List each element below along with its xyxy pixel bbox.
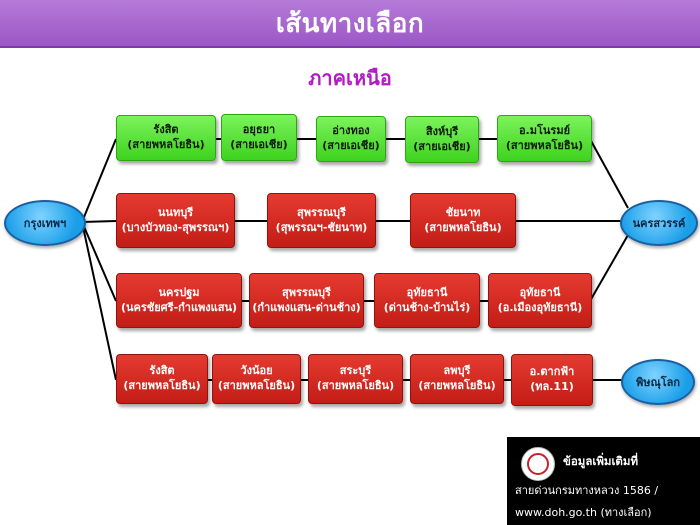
info-title: ข้อมูลเพิ่มเติมที่ (563, 454, 639, 468)
node-place: สุพรรณบุรี (297, 205, 346, 219)
route4-node-saraburi[interactable]: สระบุรี (สายพหลโยธิน) (308, 354, 403, 404)
node-road: (อ.เมืองอุทัยธานี) (497, 300, 583, 314)
route1-node-ayutthaya[interactable]: อยุธยา (สายเอเชีย) (221, 114, 297, 161)
route2-node-nonthaburi[interactable]: นนทบุรี (บางบัวทอง-สุพรรณฯ) (116, 193, 235, 248)
info-hotline: สายด่วนกรมทางหลวง 1586 / (515, 484, 659, 497)
node-place: อ.ตากฟ้า (529, 365, 575, 379)
node-road: (สายพหลโยธิน) (127, 138, 205, 151)
connector-route3-nakhon-sawan (589, 234, 629, 302)
region-title: ภาคเหนือ (308, 66, 392, 90)
info-website-link[interactable]: www.doh.go.th (ทางเลือก) (515, 506, 652, 519)
node-place: ลพบุรี (443, 364, 471, 378)
node-road: (สายพหลโยธิน) (316, 379, 395, 392)
info-box: ข้อมูลเพิ่มเติมที่ สายด่วนกรมทางหลวง 158… (507, 437, 700, 525)
node-place: อุทัยธานี (406, 285, 448, 299)
node-place: สุพรรณบุรี (282, 285, 331, 299)
node-road: (สายพหลโยธิน) (217, 379, 296, 392)
node-place: รังสิต (153, 123, 179, 137)
node-place: สระบุรี (339, 364, 372, 378)
node-place: อยุธยา (242, 122, 276, 136)
route4-node-tak-fa[interactable]: อ.ตากฟ้า (ทล.11) (511, 354, 593, 406)
connector-origin-route4 (81, 221, 117, 381)
node-place: ชัยนาท (445, 205, 481, 219)
route4-node-lop-buri[interactable]: ลพบุรี (สายพหลโยธิน) (410, 354, 504, 404)
node-road: (สายพหลโยธิน) (418, 379, 496, 392)
route3-node-uthai-thani-1[interactable]: อุทัยธานี (ด่านช้าง-บ้านไร่) (374, 273, 480, 328)
connector-origin-route3 (81, 221, 117, 302)
route4-node-rangsit[interactable]: รังสิต (สายพหลโยธิน) (116, 354, 208, 404)
route1-node-sing-buri[interactable]: สิงห์บุรี (สายเอเชีย) (405, 116, 479, 163)
node-place: อุทัยธานี (519, 285, 561, 299)
destination-nakhon-sawan[interactable]: นครสวรรค์ (620, 200, 698, 246)
node-road: (สายเอเชีย) (413, 139, 471, 153)
node-road: (สายพหลโยธิน) (424, 220, 502, 234)
node-road: (สุพรรณฯ-ชัยนาท) (275, 220, 368, 234)
node-road: (สายเอเชีย) (322, 139, 380, 152)
node-place: วังน้อย (240, 364, 273, 378)
node-place: อ.มโนรมย์ (518, 123, 571, 137)
node-place: สิงห์บุรี (425, 124, 459, 138)
connector-origin-route2 (81, 220, 117, 223)
destination-phitsanulok[interactable]: พิษณุโลก (621, 359, 695, 405)
destination-label: พิษณุโลก (635, 376, 681, 389)
route3-node-nakhon-pathom[interactable]: นครปฐม (นครชัยศรี-กำแพงแสน) (116, 273, 242, 328)
node-road: (สายเอเชีย) (230, 137, 288, 151)
node-place: นนทบุรี (157, 205, 194, 219)
header-bar: เส้นทางเลือก (0, 0, 700, 48)
node-road: (บางบัวทอง-สุพรรณฯ) (121, 220, 230, 234)
origin-label: กรุงเทพฯ (23, 217, 67, 230)
connector-route1-nakhon-sawan (589, 138, 629, 209)
node-road: (สายพหลโยธิน) (123, 379, 201, 392)
route2-node-chai-nat[interactable]: ชัยนาท (สายพหลโยธิน) (410, 193, 516, 248)
node-place: รังสิต (149, 364, 175, 378)
route4-node-wang-noi[interactable]: วังน้อย (สายพหลโยธิน) (212, 354, 301, 404)
route2-node-suphan-buri[interactable]: สุพรรณบุรี (สุพรรณฯ-ชัยนาท) (267, 193, 376, 248)
node-road: (กำแพงแสน-ด่านช้าง) (252, 300, 361, 314)
node-road: (ทล.11) (530, 380, 574, 393)
page-title: เส้นทางเลือก (275, 8, 425, 39)
node-road: (นครชัยศรี-กำแพงแสน) (120, 300, 238, 314)
connector-origin-route1 (81, 138, 117, 223)
origin-bangkok[interactable]: กรุงเทพฯ (4, 200, 86, 246)
department-of-highways-logo-icon (521, 447, 555, 481)
node-road: (ด่านช้าง-บ้านไร่) (383, 300, 471, 314)
route1-node-ang-thong[interactable]: อ่างทอง (สายเอเชีย) (316, 116, 386, 162)
node-place: นครปฐม (158, 285, 200, 299)
node-road: (สายพหลโยธิน) (505, 138, 584, 152)
route3-node-uthai-thani-2[interactable]: อุทัยธานี (อ.เมืองอุทัยธานี) (488, 273, 592, 328)
destination-label: นครสวรรค์ (632, 217, 686, 230)
route3-node-suphan-buri[interactable]: สุพรรณบุรี (กำแพงแสน-ด่านช้าง) (249, 273, 364, 328)
route1-node-rangsit[interactable]: รังสิต (สายพหลโยธิน) (116, 115, 216, 161)
node-place: อ่างทอง (332, 124, 370, 138)
route1-node-manorom[interactable]: อ.มโนรมย์ (สายพหลโยธิน) (497, 115, 592, 162)
